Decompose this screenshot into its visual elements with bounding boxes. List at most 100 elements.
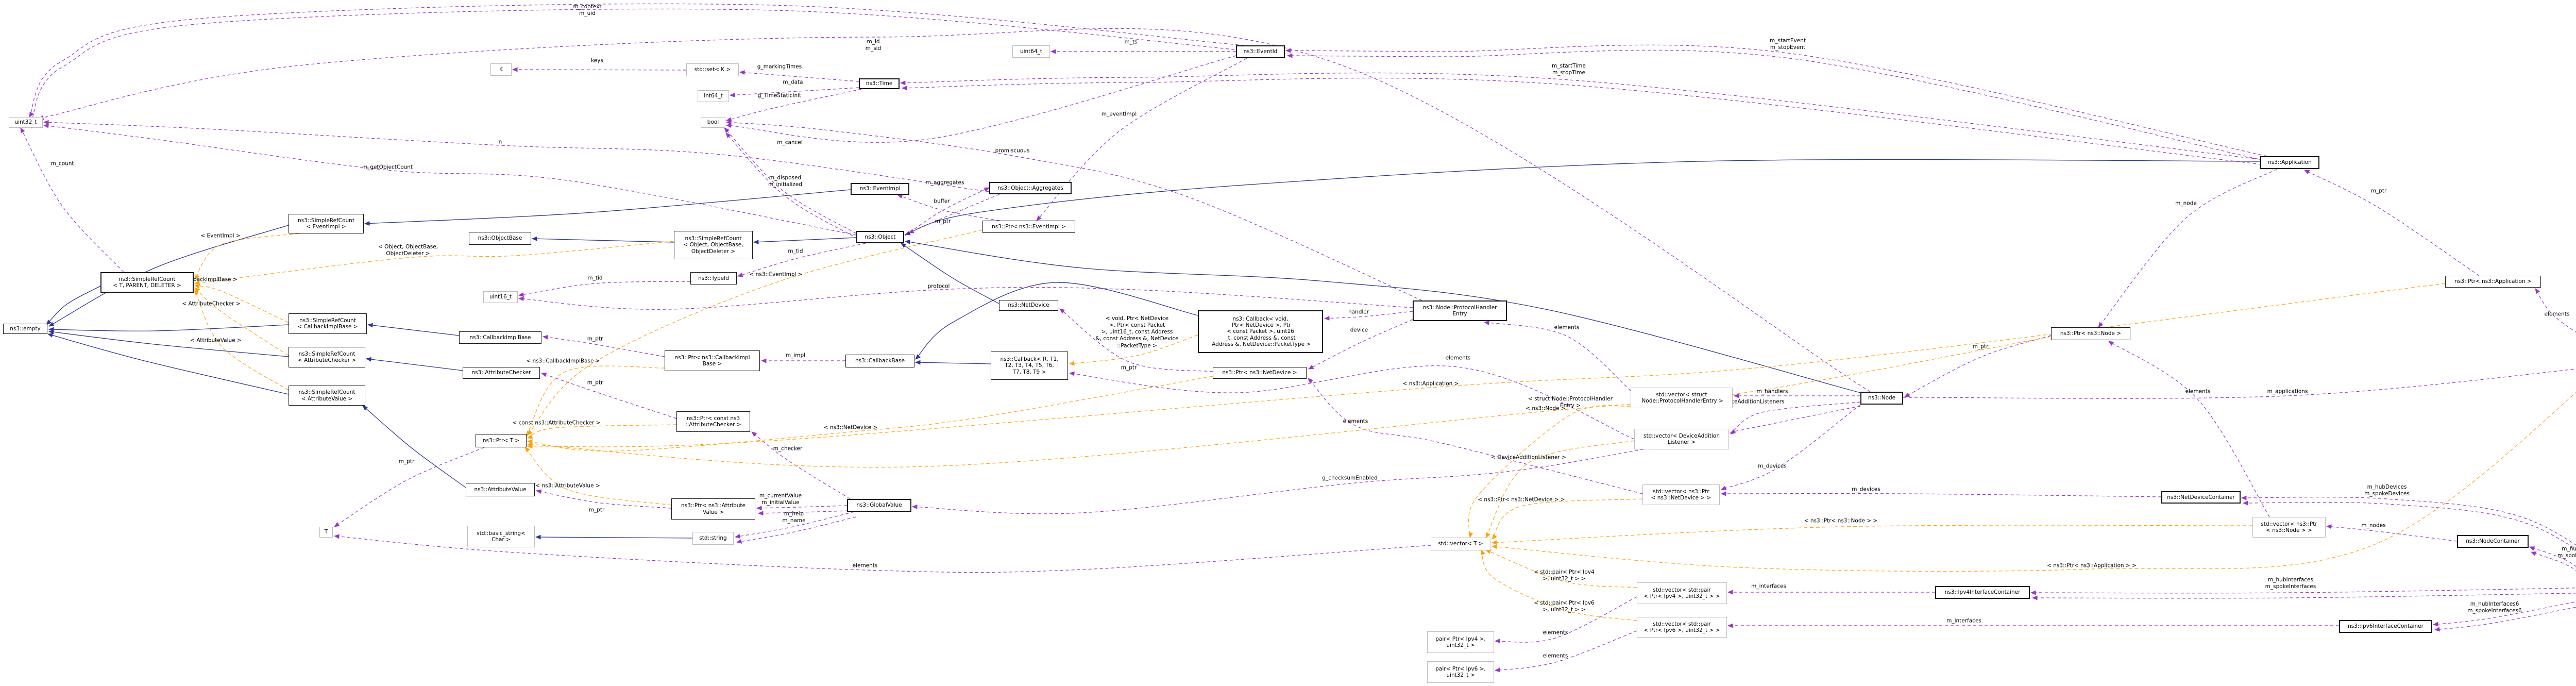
node-aggr[interactable]: ns3::Object::Aggregates [989,182,1072,194]
node-ptr-node[interactable]: ns3::Ptr< ns3::Node > [2051,327,2130,340]
node-object[interactable]: ns3::Object [856,231,904,243]
node-objectbase[interactable]: ns3::ObjectBase [469,232,531,245]
node-src-tpd[interactable]: ns3::SimpleRefCount < T, PARENT, DELETER… [100,272,194,293]
edge-tpl-cbvoid [1069,334,1198,366]
node-gv[interactable]: ns3::GlobalValue [847,499,911,512]
node-src-ei[interactable]: ns3::SimpleRefCount < EventImpl > [289,214,364,233]
edge-label-tpl-ptrnode: < ns3::Node > [1526,405,1566,412]
edge-label-use-getobjcount: m_getObjectCount [362,164,413,171]
edge-label-use-minterfaces4: m_interfaces [1751,583,1786,590]
edge-label-use-mcurrentvalue: m_currentValue m_initialValue [759,492,802,506]
node-node[interactable]: ns3::Node [1860,392,1903,405]
node-ptr-cib[interactable]: ns3::Ptr< ns3::CallbackImpl Base > [665,350,760,371]
node-cib[interactable]: ns3::CallbackImplBase [459,331,541,344]
node-cbase[interactable]: ns3::CallbackBase [845,355,914,367]
node-vec-dal[interactable]: std::vector< DeviceAddition Listener > [1634,429,1729,449]
node-ipv4c[interactable]: ns3::Ipv4InterfaceContainer [1935,586,2030,599]
edge-use-markingtimes [739,70,859,82]
edge-label-use-elements-p6: elements [1543,652,1568,659]
node-src-cib[interactable]: ns3::SimpleRefCount < CallbackImplBase > [289,313,367,334]
node-vec-p4[interactable]: std::vector< std::pair < Ptr< Ipv4 >, ui… [1637,582,1727,604]
edge-label-use-mdisposed: m_disposed m_initialized [768,174,802,188]
edge-tpl-ptrei [527,229,983,436]
node-nodec[interactable]: ns3::NodeContainer [2457,535,2529,548]
edge-inh-srccib-empty [48,324,289,332]
node-ptr-av[interactable]: ns3::Ptr< ns3::Attribute Value > [671,498,755,520]
node-ipv6c[interactable]: ns3::Ipv6InterfaceContainer [2339,620,2432,633]
edge-label-use-mts: m_ts [1124,39,1138,45]
edge-label-tpl-vecnode: < ns3::Ptr< ns3::Node > > [1804,517,1878,524]
edge-use-elements-phe [1484,321,1631,391]
node-av[interactable]: ns3::AttributeValue [466,483,535,496]
edge-tpl-vecphe [1468,405,1631,538]
edge-use-mnode [2098,169,2278,328]
edge-use-device [1308,319,1413,370]
node-int64[interactable]: int64_t [698,90,729,102]
edge-label-tpl-vecapp: < ns3::Ptr< ns3::Application > > [2047,562,2137,569]
edge-label-use-mdevices-ndc: m_devices [1852,486,1880,493]
node-ptr-app[interactable]: ns3::Ptr< ns3::Application > [2445,276,2541,288]
node-uint32[interactable]: uint32_t [9,117,43,128]
node-ptr-nd[interactable]: ns3::Ptr< ns3::NetDevice > [1213,367,1307,379]
node-ptr-t[interactable]: ns3::Ptr< T > [476,434,527,447]
edge-use-hubdevices-2 [2243,500,2576,550]
node-bool[interactable]: bool [701,117,725,128]
node-src-av[interactable]: ns3::SimpleRefCount < AttributeValue > [289,386,365,406]
edge-label-use-mptr-cac: m_ptr [587,379,603,386]
edge-inh-cib-srccib [367,323,460,336]
edge-label-tpl-vecp6: < std::pair< Ptr< Ipv6 >, uint32_t > > [1534,599,1595,613]
node-string[interactable]: std::string [692,532,734,545]
edge-label-tpl-vecnd: < ns3::Ptr< ns3::NetDevice > > [1478,496,1565,503]
node-src-obj[interactable]: ns3::SimpleRefCount < Object, ObjectBase… [674,231,753,259]
node-bstring[interactable]: std::basic_string< Char > [467,526,535,547]
node-set-k[interactable]: std::set< K > [686,63,739,76]
edge-label-use-mimpl: m_impl [785,352,806,359]
node-uint64[interactable]: uint64_t [1012,45,1050,58]
edge-use-mhub-2 [2531,551,2576,571]
node-vec-node[interactable]: std::vector< ns3::Ptr < ns3::Node > > [2252,517,2326,538]
edge-label-use-hubdevices: m_hubDevices m_spokeDevices [2364,483,2410,497]
edge-label-tpl-ptrapp: < ns3::Application > [1402,380,1459,387]
node-vec-phe[interactable]: std::vector< struct Node::ProtocolHandle… [1631,388,1733,408]
edge-tpl-srcac [194,287,289,356]
node-typeid[interactable]: ns3::TypeId [690,272,737,285]
node-ptr-ei[interactable]: ns3::Ptr< ns3::EventImpl > [982,221,1075,233]
edge-use-mcancel [726,55,1236,143]
node-ndc[interactable]: ns3::NetDeviceContainer [2161,491,2241,504]
edge-label-use-mptr-app: m_ptr [2370,188,2387,194]
node-eventimpl[interactable]: ns3::EventImpl [851,183,909,195]
edge-use-mapplications [1903,369,2576,399]
node-cb-generic[interactable]: ns3::Callback< R, T1, T2, T3, T4, T5, T6… [991,352,1068,380]
edge-inh-cbgeneric-cbase [915,360,991,365]
node-vec-t[interactable]: std::vector< T > [1431,538,1490,550]
node-pair4[interactable]: pair< Ptr< Ipv4 >, uint32_t > [1427,631,1494,653]
node-k[interactable]: K [490,63,512,76]
edge-label-use-mtid2: m_tid [587,275,603,281]
edge-use-mptr-t [334,447,485,527]
edge-label-tpl-srcobj: < Object, ObjectBase, ObjectDeleter > [378,243,438,257]
node-netdevice[interactable]: ns3::NetDevice [999,300,1058,311]
node-vec-nd[interactable]: std::vector< ns3::Ptr < ns3::NetDevice >… [1642,484,1720,505]
edge-label-use-n: n [498,139,502,145]
node-uint16[interactable]: uint16_t [483,291,518,303]
edge-inh-srctpd-empty [46,286,101,325]
node-ptr-cac[interactable]: ns3::Ptr< const ns3 ::AttributeChecker > [676,411,750,432]
node-t[interactable]: T [319,527,333,538]
node-ac[interactable]: ns3::AttributeChecker [463,367,540,379]
node-eventid[interactable]: ns3::EventId [1236,45,1285,58]
node-cb-void[interactable]: ns3::Callback< void, Ptr< NetDevice >, P… [1198,310,1323,353]
node-vec-p6[interactable]: std::vector< std::pair < Ptr< Ipv6 >, ui… [1637,617,1727,638]
node-empty[interactable]: ns3::empty [3,324,47,334]
node-src-ac[interactable]: ns3::SimpleRefCount < AttributeChecker > [289,347,365,367]
edge-use-mptr-app [2304,170,2480,276]
edge-use-getobjcount [43,123,857,236]
edge-inh-ac-srcac [366,357,463,371]
edge-label-use-handler: handler [1348,309,1369,315]
edge-label-tpl-vecdal: < DeviceAdditionListener > [1491,454,1566,461]
node-pair6[interactable]: pair< Ptr< Ipv6 >, uint32_t > [1427,661,1494,683]
edge-label-use-mptr-t: m_ptr [398,458,415,465]
node-time[interactable]: ns3::Time [859,78,900,89]
node-phe[interactable]: ns3::Node::ProtocolHandler Entry [1413,300,1507,321]
node-app[interactable]: ns3::Application [2260,156,2319,169]
